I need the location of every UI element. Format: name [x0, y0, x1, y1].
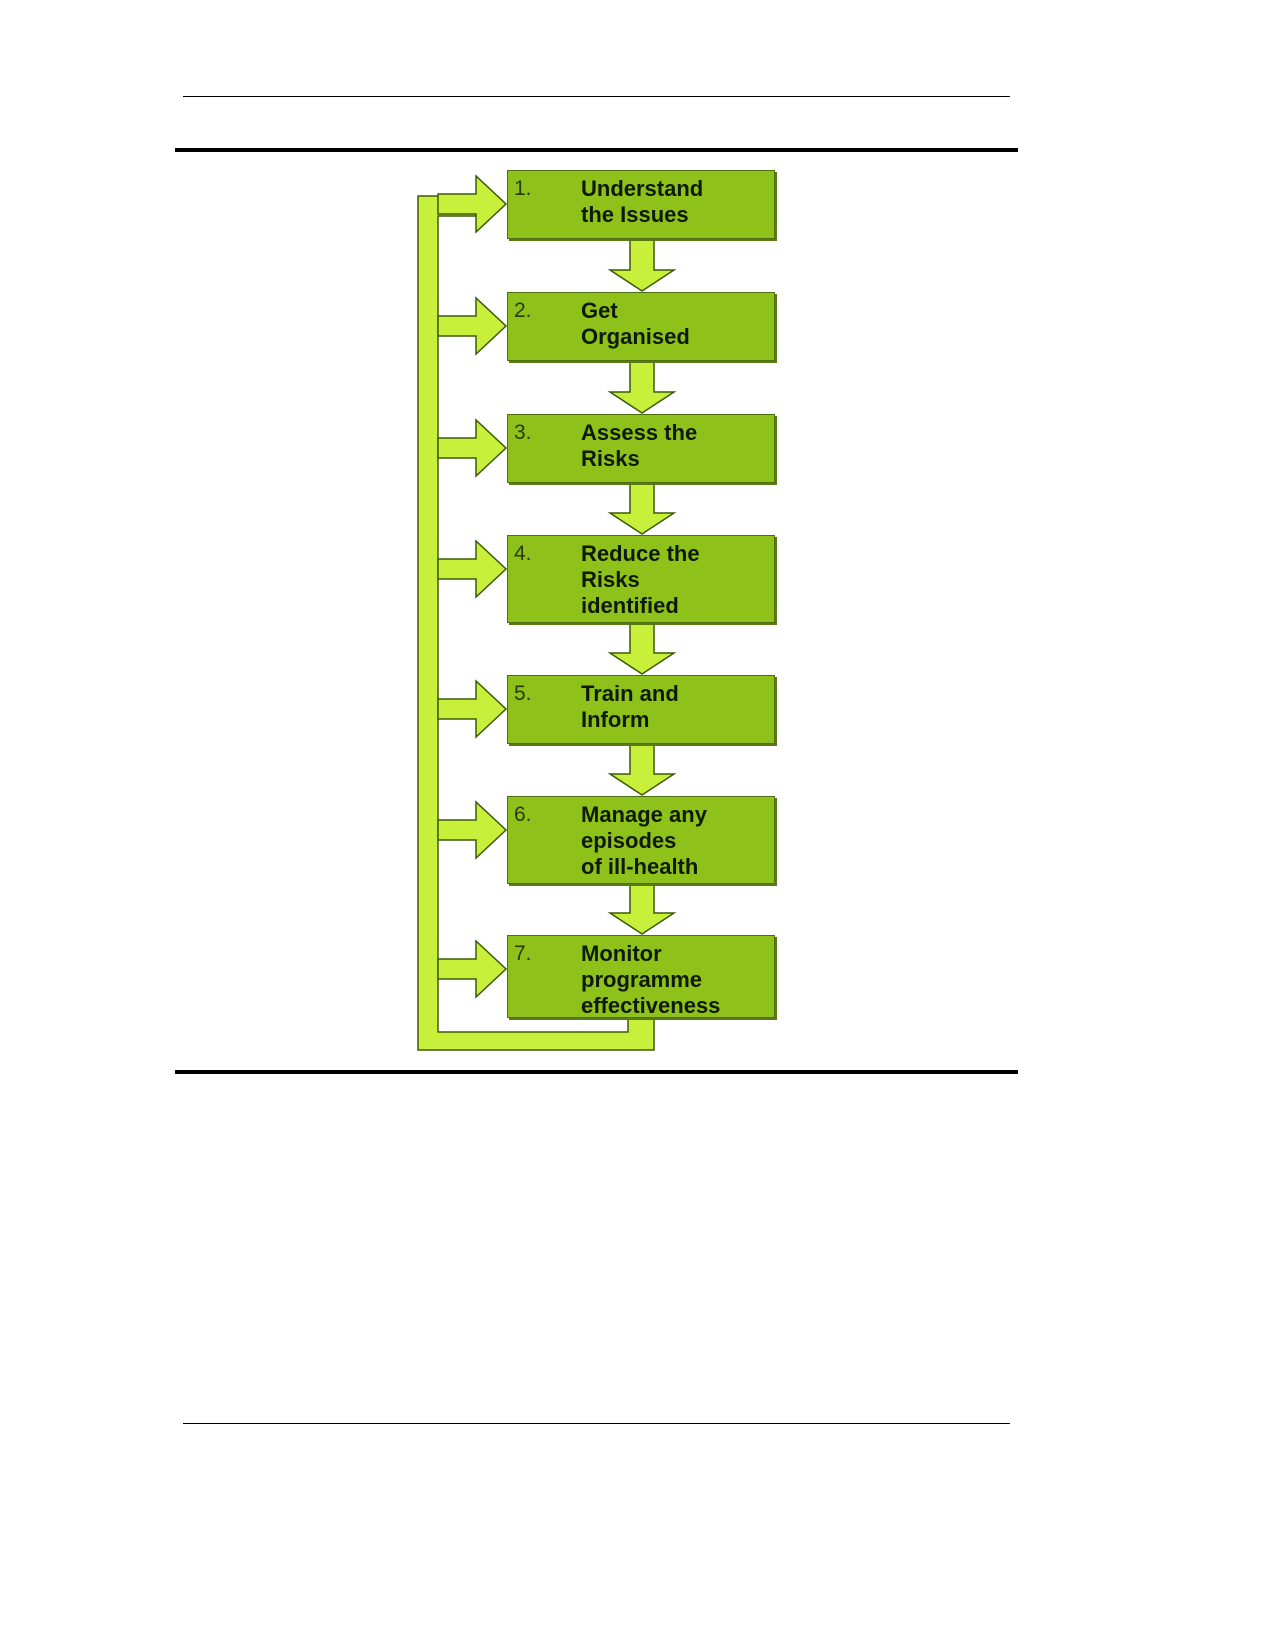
- step-box-assess-risks: 3. Assess the Risks: [507, 414, 775, 483]
- step-label: Monitor programme effectiveness: [581, 941, 721, 1018]
- step-number: 7.: [514, 942, 532, 965]
- step-number: 6.: [514, 803, 532, 826]
- right-arrow-into-step-2: [437, 296, 508, 356]
- step-number: 4.: [514, 542, 532, 565]
- step-box-monitor-effectiveness: 7. Monitor programme effectiveness: [507, 935, 775, 1018]
- right-arrow-into-step-4: [437, 539, 508, 599]
- step-number: 2.: [514, 299, 532, 322]
- step-box-manage-ill-health: 6. Manage any episodes of ill-health: [507, 796, 775, 884]
- footer-rule: [183, 1423, 1010, 1424]
- down-arrow-step-3-to-4: [607, 482, 677, 535]
- step-number: 1.: [514, 177, 532, 200]
- step-box-understand-issues: 1. Understand the Issues: [507, 170, 775, 239]
- right-arrow-into-step-5: [437, 679, 508, 739]
- step-number: 5.: [514, 682, 532, 705]
- down-arrow-step-6-to-7: [607, 883, 677, 935]
- down-arrow-step-4-to-5: [607, 622, 677, 675]
- figure-top-rule: [175, 148, 1018, 152]
- right-arrow-into-step-6: [437, 800, 508, 860]
- step-label: Get Organised: [581, 298, 690, 349]
- header-rule: [183, 96, 1010, 97]
- step-label: Reduce the Risks identified: [581, 541, 700, 618]
- step-box-get-organised: 2. Get Organised: [507, 292, 775, 361]
- down-arrow-step-2-to-3: [607, 360, 677, 414]
- figure-bottom-rule: [175, 1070, 1018, 1074]
- step-label: Train and Inform: [581, 681, 679, 732]
- step-number: 3.: [514, 421, 532, 444]
- step-label: Manage any episodes of ill-health: [581, 802, 707, 879]
- right-arrow-into-step-7: [437, 939, 508, 999]
- step-box-reduce-risks: 4. Reduce the Risks identified: [507, 535, 775, 623]
- step-label: Assess the Risks: [581, 420, 698, 471]
- right-arrow-into-step-1: [437, 174, 508, 234]
- right-arrow-into-step-3: [437, 418, 508, 478]
- down-arrow-step-1-to-2: [607, 238, 677, 292]
- step-label: Understand the Issues: [581, 176, 704, 227]
- step-box-train-inform: 5. Train and Inform: [507, 675, 775, 744]
- down-arrow-step-5-to-6: [607, 743, 677, 796]
